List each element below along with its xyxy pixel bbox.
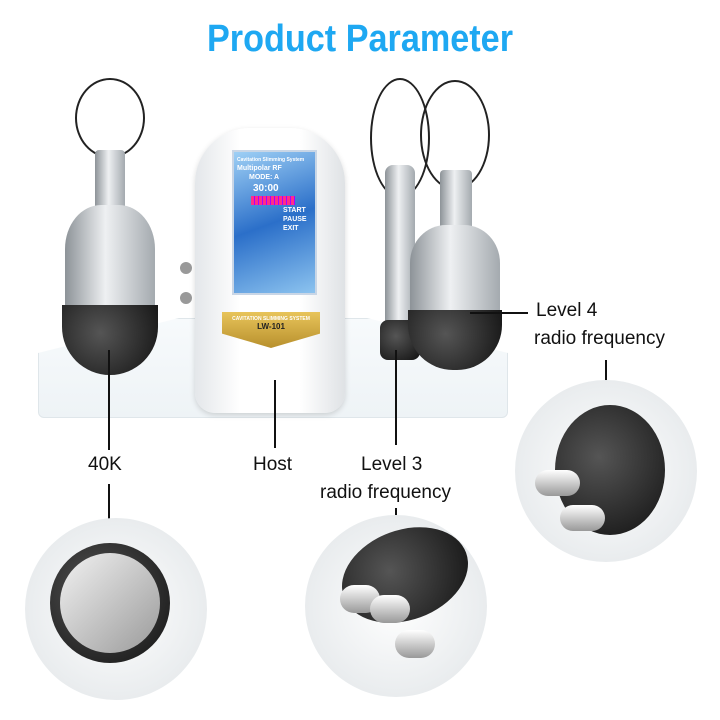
cable xyxy=(75,78,145,158)
screen-header: Cavitation Slimming System xyxy=(237,157,305,163)
screen-timer: 30:00 xyxy=(253,183,279,194)
label-level4-line2: radio frequency xyxy=(534,328,665,349)
port-icon xyxy=(180,292,192,304)
label-level4-line1: Level 4 xyxy=(536,300,598,321)
label-level3-line1: Level 3 xyxy=(361,454,423,475)
screen-mode-title: Multipolar RF xyxy=(237,165,282,172)
label-level3-line2: radio frequency xyxy=(320,482,451,503)
handpiece-40k-body xyxy=(65,205,155,315)
leader-line-40k xyxy=(108,350,110,450)
screen-start-button: START xyxy=(283,207,306,214)
detail-level4-head xyxy=(515,380,697,562)
leader-line-host xyxy=(274,380,276,448)
handpiece-level4-neck xyxy=(440,170,472,230)
badge-text: CAVITATION SLIMMING SYSTEM xyxy=(232,316,310,322)
screen-exit-button: EXIT xyxy=(283,225,299,232)
screen-pause-button: PAUSE xyxy=(283,216,307,223)
device-screen: Cavitation Slimming System Multipolar RF… xyxy=(232,150,317,295)
label-40k: 40K xyxy=(88,454,122,475)
leader-line-level4 xyxy=(470,312,528,314)
leader-line-40k-detail xyxy=(108,484,110,520)
handpiece-level4-body xyxy=(410,225,500,320)
badge-model: LW-101 xyxy=(257,322,285,331)
screen-mode: MODE: A xyxy=(249,174,280,181)
handpiece-40k-neck xyxy=(95,150,125,210)
page-title: Product Parameter xyxy=(206,18,513,60)
leader-line-level3 xyxy=(395,350,397,445)
detail-40k-head xyxy=(25,518,207,700)
label-host: Host xyxy=(253,454,293,475)
leader-line-level4-detail xyxy=(605,360,607,396)
intensity-bar xyxy=(251,196,295,205)
port-icon xyxy=(180,262,192,274)
detail-level3-head xyxy=(305,510,487,697)
